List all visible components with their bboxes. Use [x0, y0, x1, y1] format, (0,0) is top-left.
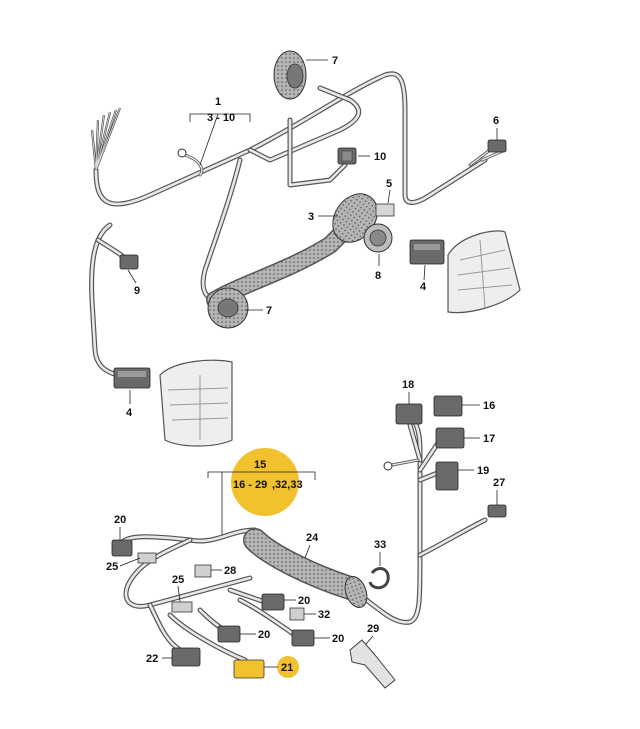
cable-boot-24	[243, 528, 368, 608]
rear-lamp-right	[447, 230, 521, 314]
label-9: 9	[134, 285, 140, 297]
connector-4-left	[113, 367, 151, 389]
rear-lamp-left	[159, 359, 233, 447]
label-15-range: 16 - 29	[233, 479, 267, 491]
label-7-lower: 7	[266, 305, 272, 317]
grommet-3	[206, 193, 393, 309]
callout-15-highlight	[231, 448, 299, 516]
connector-16	[433, 395, 463, 417]
connector-19	[435, 461, 459, 491]
callout-21-highlight	[277, 656, 299, 678]
connector-6	[487, 139, 507, 153]
label-21: 21	[281, 662, 293, 674]
connector-20-right	[291, 629, 315, 647]
connector-20-top	[111, 539, 133, 557]
callout-labels: 1 3 - 10 7 10 5 3 8 7 9 4 4 6 15 16 - 29…	[106, 55, 505, 674]
label-28: 28	[224, 565, 236, 577]
connector-27	[487, 504, 507, 518]
label-5: 5	[386, 178, 392, 190]
clamp-33	[368, 567, 390, 590]
connector-22	[171, 647, 201, 667]
connector-4-right	[409, 239, 445, 265]
upper-harness	[89, 71, 507, 378]
label-10: 10	[374, 151, 386, 163]
label-32: 32	[318, 609, 330, 621]
label-1: 1	[215, 96, 221, 108]
bracket-29	[349, 639, 396, 689]
label-3: 3	[308, 211, 314, 223]
label-18: 18	[402, 379, 414, 391]
plate-25-mid	[171, 601, 193, 613]
grommet-lower	[207, 287, 249, 329]
cable-bundle-end	[90, 107, 122, 171]
label-20-lower: 20	[258, 629, 270, 641]
leader-lines	[119, 59, 498, 668]
label-4-left: 4	[126, 407, 133, 419]
label-29: 29	[367, 623, 379, 635]
connector-10	[337, 147, 357, 165]
plate-5	[375, 203, 395, 217]
label-8: 8	[375, 270, 381, 282]
label-27: 27	[493, 477, 505, 489]
label-17: 17	[483, 433, 495, 445]
lower-harness	[117, 407, 488, 663]
label-19: 19	[477, 465, 489, 477]
label-6: 6	[493, 115, 499, 127]
label-20-mid: 20	[298, 595, 310, 607]
label-22: 22	[146, 653, 158, 665]
connector-18	[395, 403, 423, 425]
grommet-top	[273, 50, 307, 100]
label-4-right: 4	[420, 281, 427, 293]
connector-21	[233, 659, 265, 679]
clip-32	[289, 607, 305, 621]
label-15-extra: ,32,33	[272, 479, 303, 491]
clip-28	[194, 564, 212, 578]
label-7-top: 7	[332, 55, 338, 67]
connector-17	[435, 427, 465, 449]
label-20-right: 20	[332, 633, 344, 645]
connector-20-lower	[217, 625, 241, 643]
label-16: 16	[483, 400, 495, 412]
plate-25-top	[137, 552, 157, 564]
label-20-top: 20	[114, 514, 126, 526]
label-25-mid: 25	[172, 574, 184, 586]
label-15: 15	[254, 459, 266, 471]
connector-9	[119, 254, 139, 270]
label-1-range: 3 - 10	[207, 112, 235, 124]
label-33: 33	[374, 539, 386, 551]
connector-20-mid	[261, 593, 285, 611]
label-24: 24	[306, 532, 319, 544]
label-25-top: 25	[106, 561, 118, 573]
